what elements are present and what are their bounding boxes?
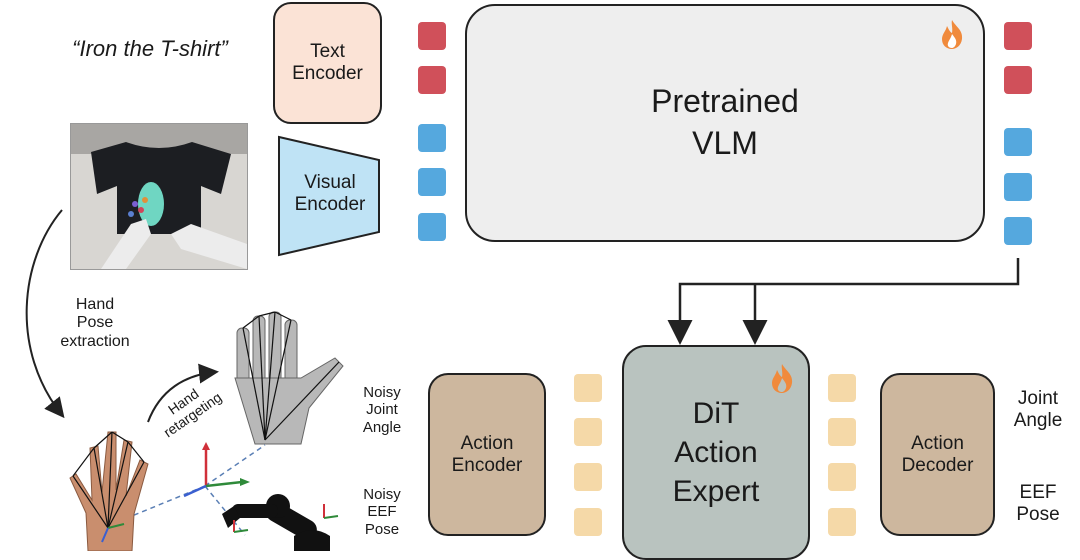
vlm-label-1: Pretrained: [651, 83, 799, 120]
noisy-eef-line-1: Noisy: [363, 486, 401, 503]
vlm-out-token-2: [1004, 66, 1032, 94]
output-joint-angle-label: Joint Angle: [1002, 388, 1074, 432]
action-in-token-4: [574, 508, 602, 536]
action-in-token-3: [574, 463, 602, 491]
robot-hand-icon: [234, 311, 344, 445]
visual-encoder-label-2: Encoder: [294, 193, 366, 215]
action-out-token-1: [828, 374, 856, 402]
action-in-token-1: [574, 374, 602, 402]
out-eef-line-1: EEF: [1019, 482, 1057, 503]
vlm-out-token-3: [1004, 128, 1032, 156]
action-out-token-4: [828, 508, 856, 536]
human-hand-icon: [69, 431, 149, 551]
flame-icon: [942, 20, 963, 49]
dit-label-2: Action: [674, 436, 758, 469]
text-encoder-label-2: Encoder: [292, 63, 363, 84]
noisy-joint-line-1: Noisy: [363, 384, 401, 401]
text-token-1: [418, 22, 446, 50]
vlm-out-token-4: [1004, 173, 1032, 201]
tshirt-photo: [70, 123, 248, 270]
visual-token-3: [418, 213, 446, 241]
visual-encoder-label-1: Visual: [304, 172, 356, 193]
hand-pose-extraction-label: Hand Pose extraction: [45, 296, 145, 351]
robot-arm-icon: [222, 494, 339, 551]
action-encoder-box: Action Encoder: [428, 373, 546, 536]
visual-token-1: [418, 124, 446, 152]
out-eef-line-2: Pose: [1016, 503, 1060, 525]
out-joint-line-2: Angle: [1013, 409, 1063, 431]
hand-pose-line-1: Hand: [75, 296, 115, 313]
flame-icon: [772, 364, 793, 393]
text-token-2: [418, 66, 446, 94]
out-joint-line-1: Joint: [1017, 388, 1059, 409]
visual-encoder-label: Visual Encoder: [280, 172, 380, 216]
dit-label-1: DiT: [692, 397, 740, 430]
noisy-joint-angle-label: Noisy Joint Angle: [345, 384, 419, 436]
vlm-out-token-1: [1004, 22, 1032, 50]
hand-pose-line-2: Pose: [76, 314, 114, 332]
axis-frame-icon: [183, 442, 250, 498]
action-encoder-label-2: Encoder: [451, 454, 523, 476]
text-encoder-box: Text Encoder: [273, 2, 382, 124]
noisy-joint-line-2: Joint: [366, 401, 398, 419]
text-encoder-label-1: Text: [310, 41, 345, 62]
action-encoder-label-1: Action: [460, 432, 514, 454]
hand-pose-line-3: extraction: [60, 332, 130, 350]
pretrained-vlm-box: Pretrained VLM: [465, 4, 985, 242]
instruction-text: “Iron the T-shirt”: [72, 36, 228, 61]
noisy-joint-line-3: Angle: [362, 418, 402, 436]
action-decoder-box: Action Decoder: [880, 373, 995, 536]
vlm-label-2: VLM: [692, 125, 758, 161]
noisy-eef-line-2: EEF: [367, 503, 397, 521]
action-out-token-2: [828, 418, 856, 446]
dit-label-3: Expert: [672, 475, 760, 508]
output-eef-pose-label: EEF Pose: [1002, 482, 1074, 526]
noisy-eef-line-3: Pose: [364, 520, 400, 538]
vlm-out-token-5: [1004, 217, 1032, 245]
action-out-token-3: [828, 463, 856, 491]
action-decoder-label-2: Decoder: [901, 454, 974, 476]
noisy-eef-pose-label: Noisy EEF Pose: [345, 486, 419, 538]
action-decoder-label-1: Action: [911, 432, 964, 454]
visual-token-2: [418, 168, 446, 196]
action-in-token-2: [574, 418, 602, 446]
